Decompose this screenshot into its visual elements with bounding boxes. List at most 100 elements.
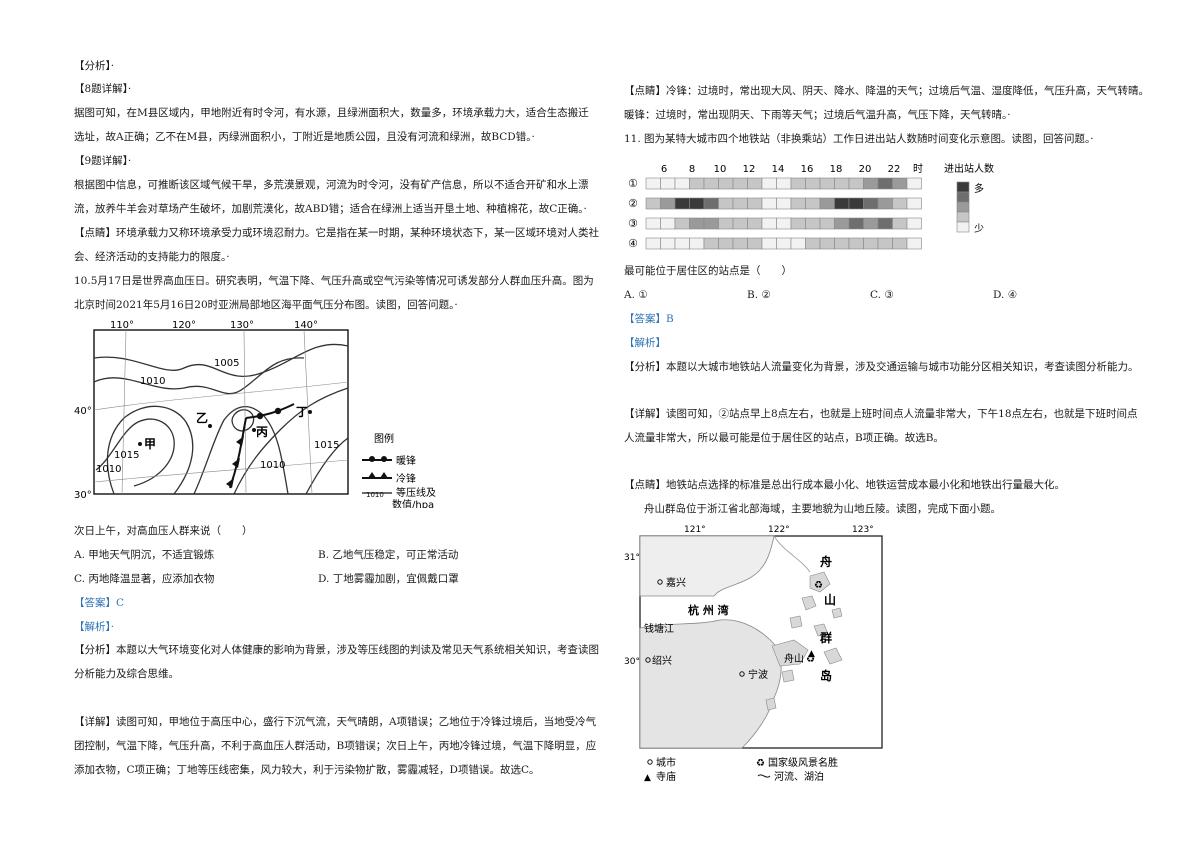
temple-icon: ▲ <box>808 649 815 659</box>
heat-cell <box>819 177 835 190</box>
q8-heading: 【8题详解】· <box>74 83 132 95</box>
detail-2: 人流量非常大，所以最可能是位于居住区的站点，B项正确。故选B。 <box>624 432 944 444</box>
lon-label: 121° <box>684 525 706 535</box>
isobar <box>106 405 194 495</box>
heat-cell <box>848 177 864 190</box>
lon-label: 130° <box>230 320 254 331</box>
heat-cell <box>892 217 908 230</box>
heat-cell <box>805 217 821 230</box>
heat-legend: 进出站人数 多 少 <box>944 162 994 235</box>
heat-cell <box>892 237 908 250</box>
option-d: D. 丁地雾霾加剧，宜佩戴口罩 <box>318 573 459 585</box>
option-c: C. ③ <box>870 289 894 301</box>
answer-label: 【答案】C <box>74 597 125 609</box>
analysis-2: 分析能力及综合思维。 <box>74 668 179 680</box>
heat-cell <box>689 177 705 190</box>
heat-cell <box>703 177 719 190</box>
heat-cell <box>761 217 777 230</box>
legend-scenic-icon: ♻ <box>756 758 765 769</box>
tip-front-2: 暖锋：过境时，常出现阴天、下雨等天气；过境后气温升高，气压下降，天气转晴。· <box>624 109 1011 121</box>
heat-cell <box>761 197 777 210</box>
legend-less: 少 <box>974 223 984 235</box>
heat-cell <box>906 197 922 210</box>
q11-question: 最可能位于居住区的站点是（ ） <box>624 265 792 277</box>
heat-cell <box>660 237 676 250</box>
parallel-line <box>93 459 349 483</box>
label-shan: 山 <box>824 592 836 607</box>
meridian-line <box>121 329 127 495</box>
detail-3: 添加衣物，C项正确；丁地等压线密集，风力较大，利于污染物扩散，雾霾减轻，D项错误… <box>74 764 540 776</box>
heat-cell <box>718 237 734 250</box>
row-label: ③ <box>628 217 638 230</box>
lon-label: 122° <box>768 525 790 535</box>
legend-iso-2: 数值/hpa <box>392 498 434 508</box>
heat-cell <box>819 217 835 230</box>
hour-label: 6 <box>661 164 667 175</box>
heat-cell <box>848 217 864 230</box>
q10-text-2: 北京时间2021年5月16日20时亚洲局部地区海平面气压分布图。读图，回答问题。… <box>74 299 458 311</box>
label-dao: 岛 <box>820 668 832 683</box>
lat-label: 40° <box>74 406 92 417</box>
legend-iso-1: 等压线及 <box>396 486 436 499</box>
heat-cell <box>703 217 719 230</box>
scenic-icon: ♻ <box>814 580 823 591</box>
heat-cell <box>660 197 676 210</box>
isobar-value: 1010 <box>260 460 285 471</box>
heat-cell <box>674 237 690 250</box>
heat-cell <box>863 177 879 190</box>
heat-cell <box>790 177 806 190</box>
heat-cell <box>674 177 690 190</box>
option-d: D. ④ <box>993 289 1018 301</box>
legend-temple: 寺庙 <box>656 770 676 783</box>
heat-cell <box>892 177 908 190</box>
heat-cell <box>718 177 734 190</box>
row-label: ① <box>628 177 638 190</box>
heat-cell <box>877 217 893 230</box>
heat-cell <box>805 177 821 190</box>
map-legend: 图例 暖锋 冷锋 1010 等压线及 数值/hpa <box>362 432 436 508</box>
heat-cell <box>848 197 864 210</box>
legend-cold: 冷锋 <box>396 472 416 485</box>
heat-cell <box>906 237 922 250</box>
isobar <box>193 406 289 495</box>
isobar <box>231 409 255 432</box>
label-yi: 乙 <box>196 411 208 425</box>
metro-heatmap: 6 8 10 12 14 16 18 20 22 时 ① ② ③ ④ 进出站人数… <box>628 162 994 250</box>
hour-label: 14 <box>772 164 785 175</box>
heat-cell <box>776 177 792 190</box>
cold-front-triangles <box>226 436 244 488</box>
heat-cell <box>645 217 661 230</box>
jiexi-label: 【解析】· <box>74 621 115 633</box>
heat-cell <box>877 177 893 190</box>
isobar-value: 1015 <box>114 450 139 461</box>
analysis-1: 【分析】本题以大气环境变化对人体健康的影响为背景，涉及等压线图的判读及常见天气系… <box>74 644 599 656</box>
heatmap-grid <box>645 177 922 250</box>
coastline <box>773 535 811 573</box>
heat-cell <box>834 217 850 230</box>
hour-label: 20 <box>859 164 872 175</box>
heat-cell <box>834 197 850 210</box>
option-a: A. 甲地天气阴沉，不适宜锻炼 <box>74 549 215 561</box>
analysis-heading: 【分析】· <box>74 60 115 72</box>
islands <box>765 571 843 711</box>
lat-label: 31° <box>624 553 640 563</box>
heat-cell <box>776 237 792 250</box>
warm-front-semicircles <box>256 407 282 420</box>
lon-label: 140° <box>294 320 318 331</box>
label-jia: 甲 <box>144 437 156 451</box>
zhoushan-map: 121° 122° 123° 31° 30° 嘉兴 杭 州 湾 钱塘江 绍兴 宁… <box>624 525 883 783</box>
heat-cell <box>863 217 879 230</box>
heat-cell <box>689 237 705 250</box>
heat-cell <box>906 177 922 190</box>
isobar <box>93 343 349 378</box>
cold-front <box>229 417 247 489</box>
q10-text-1: 10.5月17日是世界高血压日。研究表明，气温下降、气压升高或空气污染等情况可诱… <box>74 275 594 287</box>
lon-label: 120° <box>172 320 196 331</box>
analysis-1: 【分析】本题以大城市地铁站人流量变化为背景，涉及交通运输与城市功能分区相关知识，… <box>624 361 1139 373</box>
heat-cell <box>776 217 792 230</box>
heat-cell <box>892 197 908 210</box>
lon-label: 123° <box>852 525 874 535</box>
city-marker-jiaxing <box>657 579 663 585</box>
jiexi-label: 【解析】 <box>624 337 666 349</box>
map-frame <box>93 329 349 495</box>
